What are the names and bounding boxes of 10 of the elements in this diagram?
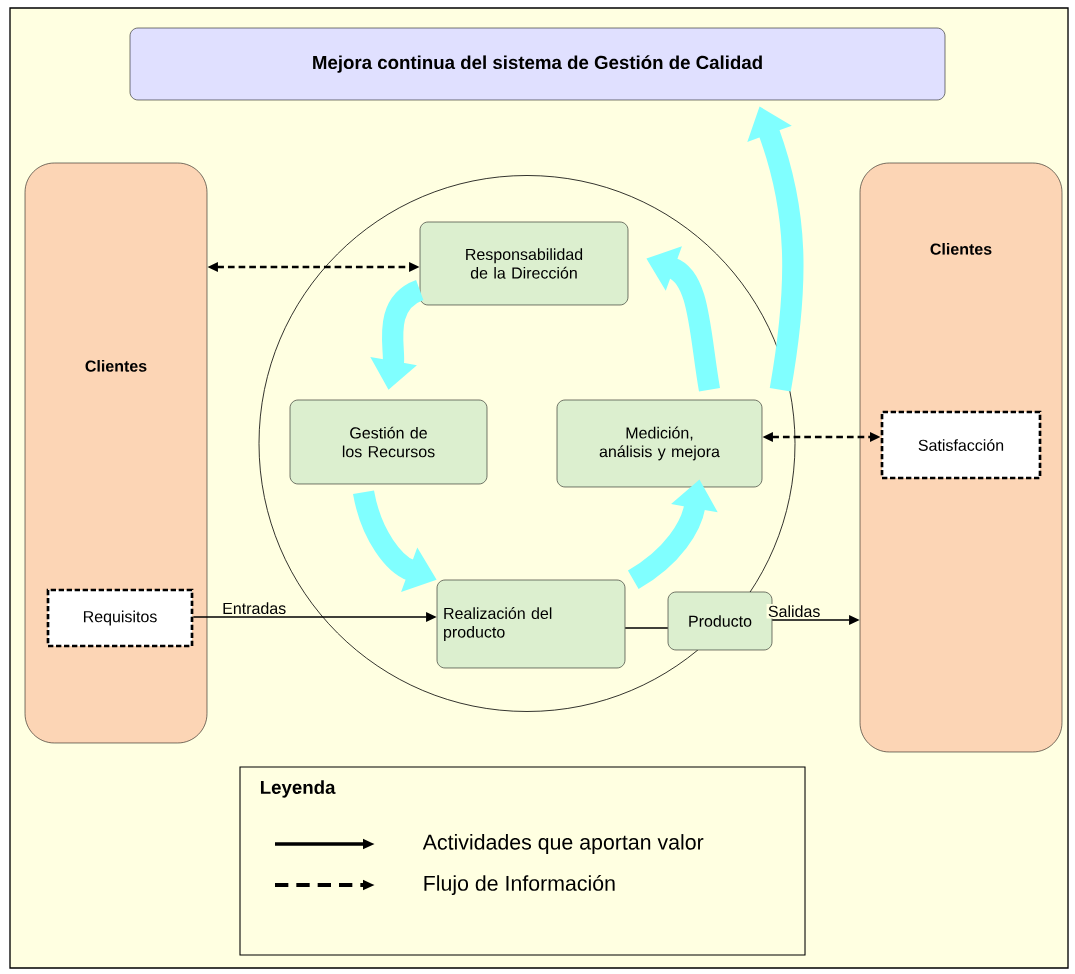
process-box: Gestión de los Recursos [289, 399, 488, 485]
dashed-box: Requisitos [46, 588, 194, 648]
legend-heading: Leyenda [260, 780, 336, 798]
dashed-box: Satisfacción [880, 410, 1042, 480]
legend-text: Actividades que aportan valor [422, 834, 704, 854]
title-box: Mejora continua del sistema de Gestión de Calidad [129, 27, 946, 101]
process-box: Realización del producto [436, 579, 626, 669]
legend-text: Flujo de Información [424, 874, 615, 896]
process-box: Responsabilidad de la Dirección [419, 221, 629, 306]
process-box: Medición, análisis y mejora [556, 399, 763, 488]
